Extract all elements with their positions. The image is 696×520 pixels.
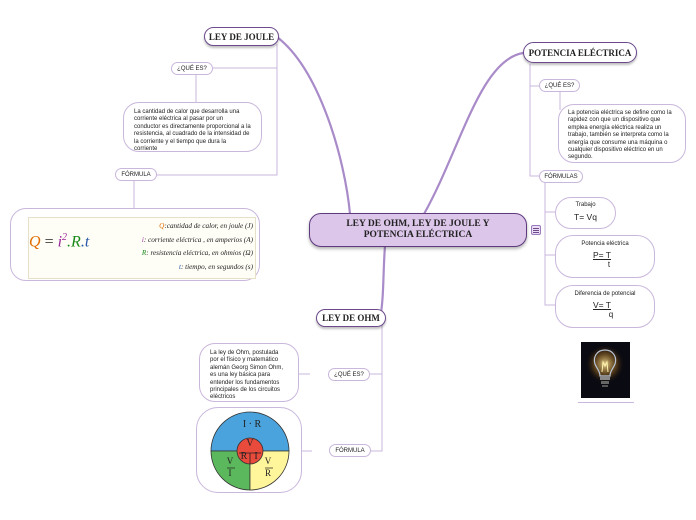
joule-formula-image: Q = i2.R.t Q:cantidad de calor, en joule… — [28, 217, 256, 279]
legend-q: Q:cantidad de calor, en joule (J) — [159, 222, 253, 230]
ohm-description: La ley de Ohm, postulada por el físico y… — [210, 350, 284, 401]
joule-que-es-node[interactable]: ¿QUÉ ES? — [171, 62, 213, 75]
joule-formula-box[interactable]: Q = i2.R.t Q:cantidad de calor, en joule… — [10, 208, 260, 281]
image-underline — [578, 402, 634, 403]
joule-title-node[interactable]: LEY DE JOULE — [204, 27, 279, 46]
light-bulb-icon — [585, 346, 625, 387]
ohm-formula-label: FÓRMULA — [335, 447, 365, 454]
light-bulb-image[interactable] — [581, 342, 630, 398]
wheel-right-sector — [249, 450, 290, 491]
joule-description-node[interactable]: La cantidad de calor que desarrolla una … — [123, 102, 262, 152]
ohm-description-node[interactable]: La ley de Ohm, postulada por el físico y… — [199, 343, 299, 402]
potencia-que-es-node[interactable]: ¿QUÉ ES? — [539, 79, 580, 92]
legend-i: i: corriente eléctrica , en amperios (A) — [141, 235, 253, 244]
joule-title: LEY DE JOULE — [208, 31, 275, 42]
potencia-que-es-label: ¿QUÉ ES? — [544, 82, 575, 89]
joule-formula-node[interactable]: FÓRMULA — [115, 168, 157, 181]
formula-potencia-expr: P= T — [592, 250, 612, 260]
formula-potencia-node[interactable]: Potencia eléctrica P= T t — [555, 235, 655, 278]
potencia-description-node[interactable]: La potencia eléctrica se define como la … — [558, 104, 686, 163]
formula-diferencia-node[interactable]: Diferencia de potencial V= T q — [555, 285, 655, 328]
wheel-center-left: R — [240, 451, 248, 462]
formula-diferencia-den: q — [608, 310, 614, 319]
ohm-que-es-label: ¿QUÉ ES? — [334, 371, 364, 378]
ohm-formula-box[interactable]: I · R V R I V I V R — [196, 407, 302, 493]
central-title: LEY DE OHM, LEY DE JOULE Y POTENCIA ELÉC… — [346, 219, 490, 240]
formula-r: .R — [67, 233, 81, 251]
wheel-left-num: V — [226, 456, 234, 466]
formula-trabajo-node[interactable]: Trabajo T= Vq — [555, 197, 616, 229]
ohm-formula-node[interactable]: FÓRMULA — [329, 444, 371, 457]
wheel-right-num: V — [264, 456, 272, 466]
wheel-right-den: R — [264, 468, 271, 478]
joule-que-es-label: ¿QUÉ ES? — [177, 65, 207, 72]
list-icon[interactable] — [531, 225, 541, 235]
branch-joule — [275, 35, 352, 216]
formula-t: .t — [80, 233, 90, 251]
legend-t: t: tiempo, en segundos (s) — [178, 262, 253, 271]
potencia-title: POTENCIA ELÉCTRICA — [528, 47, 632, 58]
ohm-title: LEY DE OHM — [322, 313, 380, 323]
joule-legend: Q:cantidad de calor, en joule (J) i: cor… — [113, 222, 253, 276]
joule-formula-label: FÓRMULA — [121, 171, 151, 178]
wheel-left-den: I — [228, 468, 232, 478]
formula-q: Q — [29, 233, 41, 251]
formula-potencia-den: t — [607, 260, 611, 269]
branch-potencia — [422, 51, 525, 216]
ohm-wheel — [210, 411, 290, 491]
potencia-title-node[interactable]: POTENCIA ELÉCTRICA — [523, 42, 637, 63]
legend-r: R: resistencia eléctrica, en ohmios (Ω) — [141, 249, 253, 257]
central-topic[interactable]: LEY DE OHM, LEY DE JOULE Y POTENCIA ELÉC… — [309, 213, 527, 247]
branch-ohm — [378, 244, 387, 320]
formula-potencia-name: Potencia eléctrica — [581, 241, 629, 247]
potencia-formulas-label: FÓRMULAS — [544, 173, 578, 180]
wheel-top-sector — [210, 411, 290, 452]
formula-i: i — [57, 233, 63, 251]
formula-diferencia-expr: V= T — [592, 300, 612, 310]
formula-exp: 2 — [62, 232, 68, 243]
wheel-top-label: I · R — [242, 419, 262, 430]
formula-eq: = — [44, 233, 54, 251]
formula-diferencia-name: Diferencia de potencial — [574, 291, 636, 297]
joule-description: La cantidad de calor que desarrolla una … — [134, 109, 251, 153]
formula-trabajo-name: Trabajo — [575, 202, 596, 208]
joule-formula-equation: Q = i2.R.t — [29, 232, 89, 251]
wheel-center-right: I — [254, 451, 258, 462]
wheel-center-top: V — [246, 438, 254, 449]
potencia-description: La potencia eléctrica se define como la … — [568, 110, 672, 161]
ohm-title-node[interactable]: LEY DE OHM — [316, 309, 386, 327]
ohm-que-es-node[interactable]: ¿QUÉ ES? — [328, 368, 370, 381]
potencia-formulas-node[interactable]: FÓRMULAS — [539, 170, 583, 183]
formula-trabajo-expr: T= Vq — [574, 212, 597, 222]
